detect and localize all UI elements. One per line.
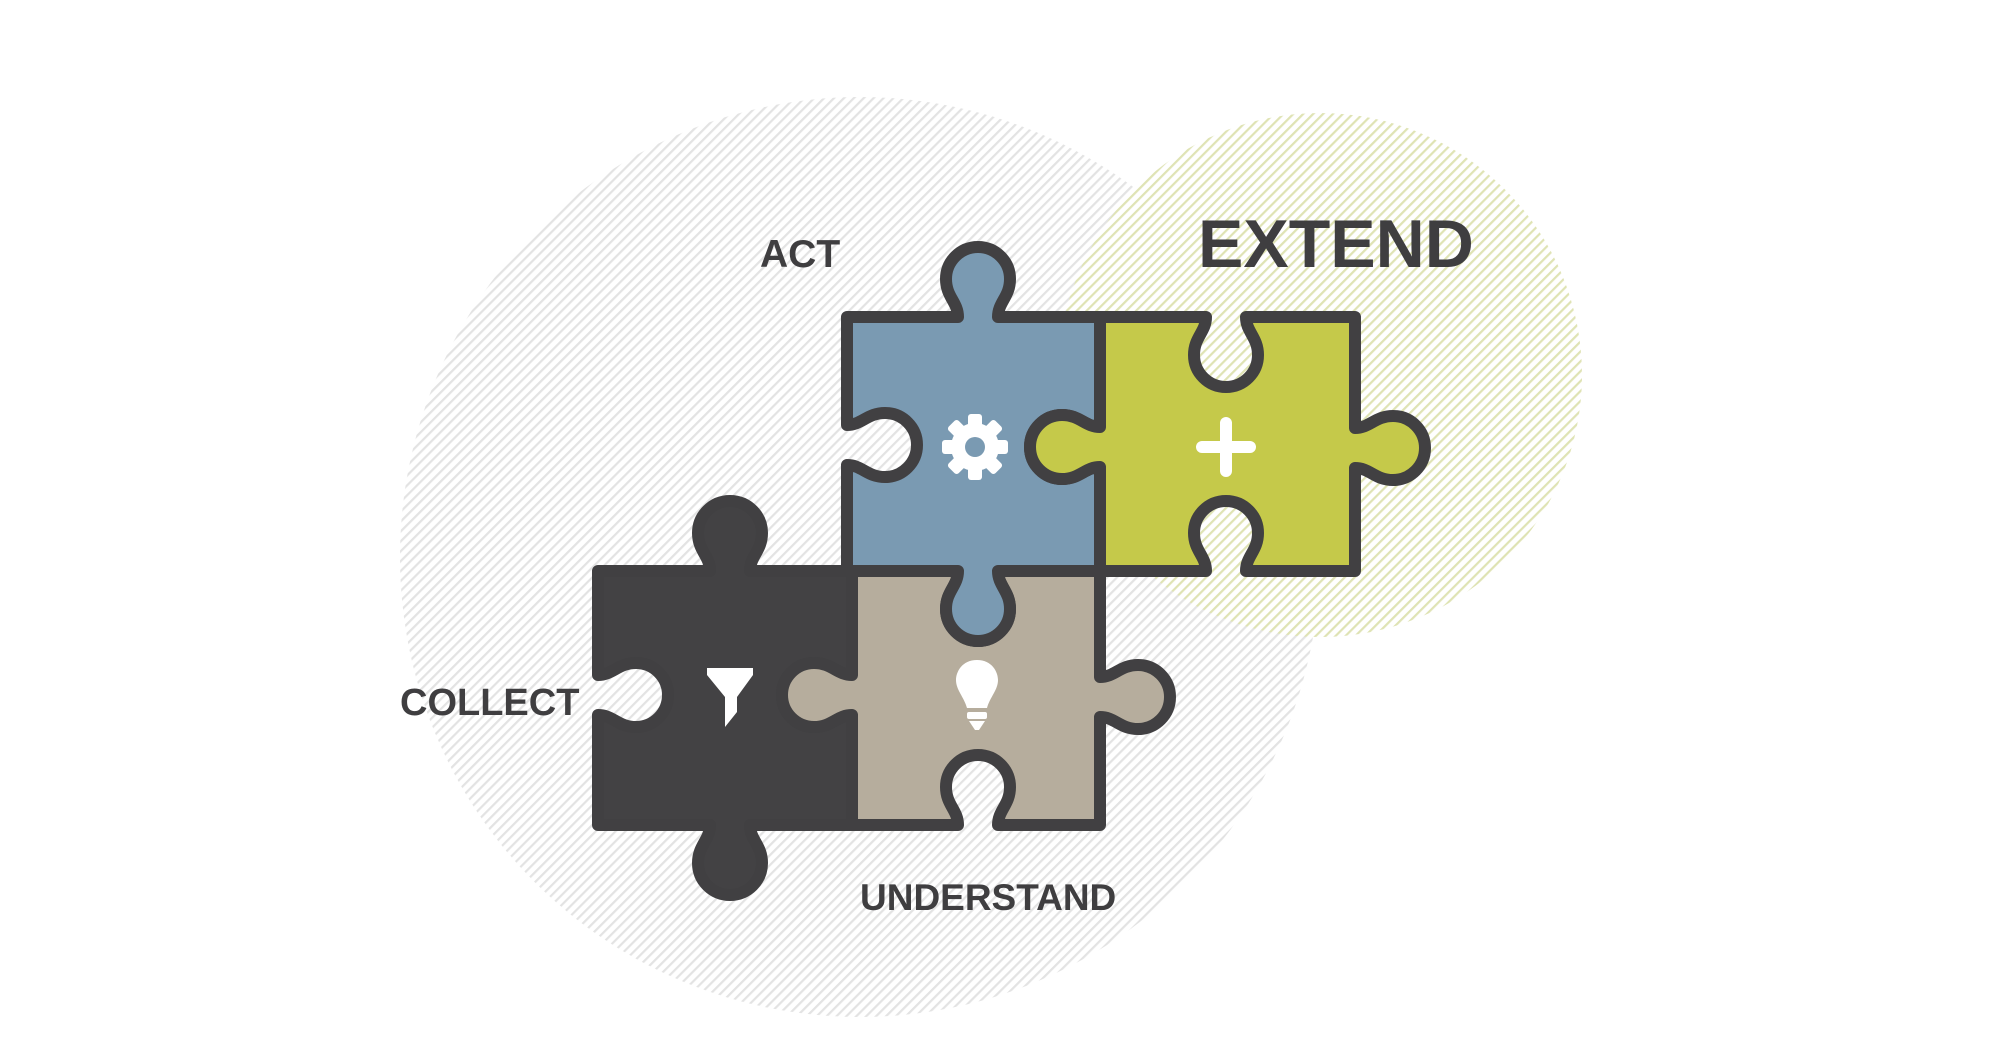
plus-icon [1196,417,1256,477]
puzzle-piece-extend [1024,311,1431,577]
lightbulb-icon [956,660,998,730]
label-act: ACT [760,233,841,276]
funnel-icon [707,668,753,727]
label-understand: UNDERSTAND [860,877,1117,918]
label-extend: EXTEND [1198,206,1474,282]
label-collect: COLLECT [400,682,580,724]
gear-icon [942,414,1008,480]
